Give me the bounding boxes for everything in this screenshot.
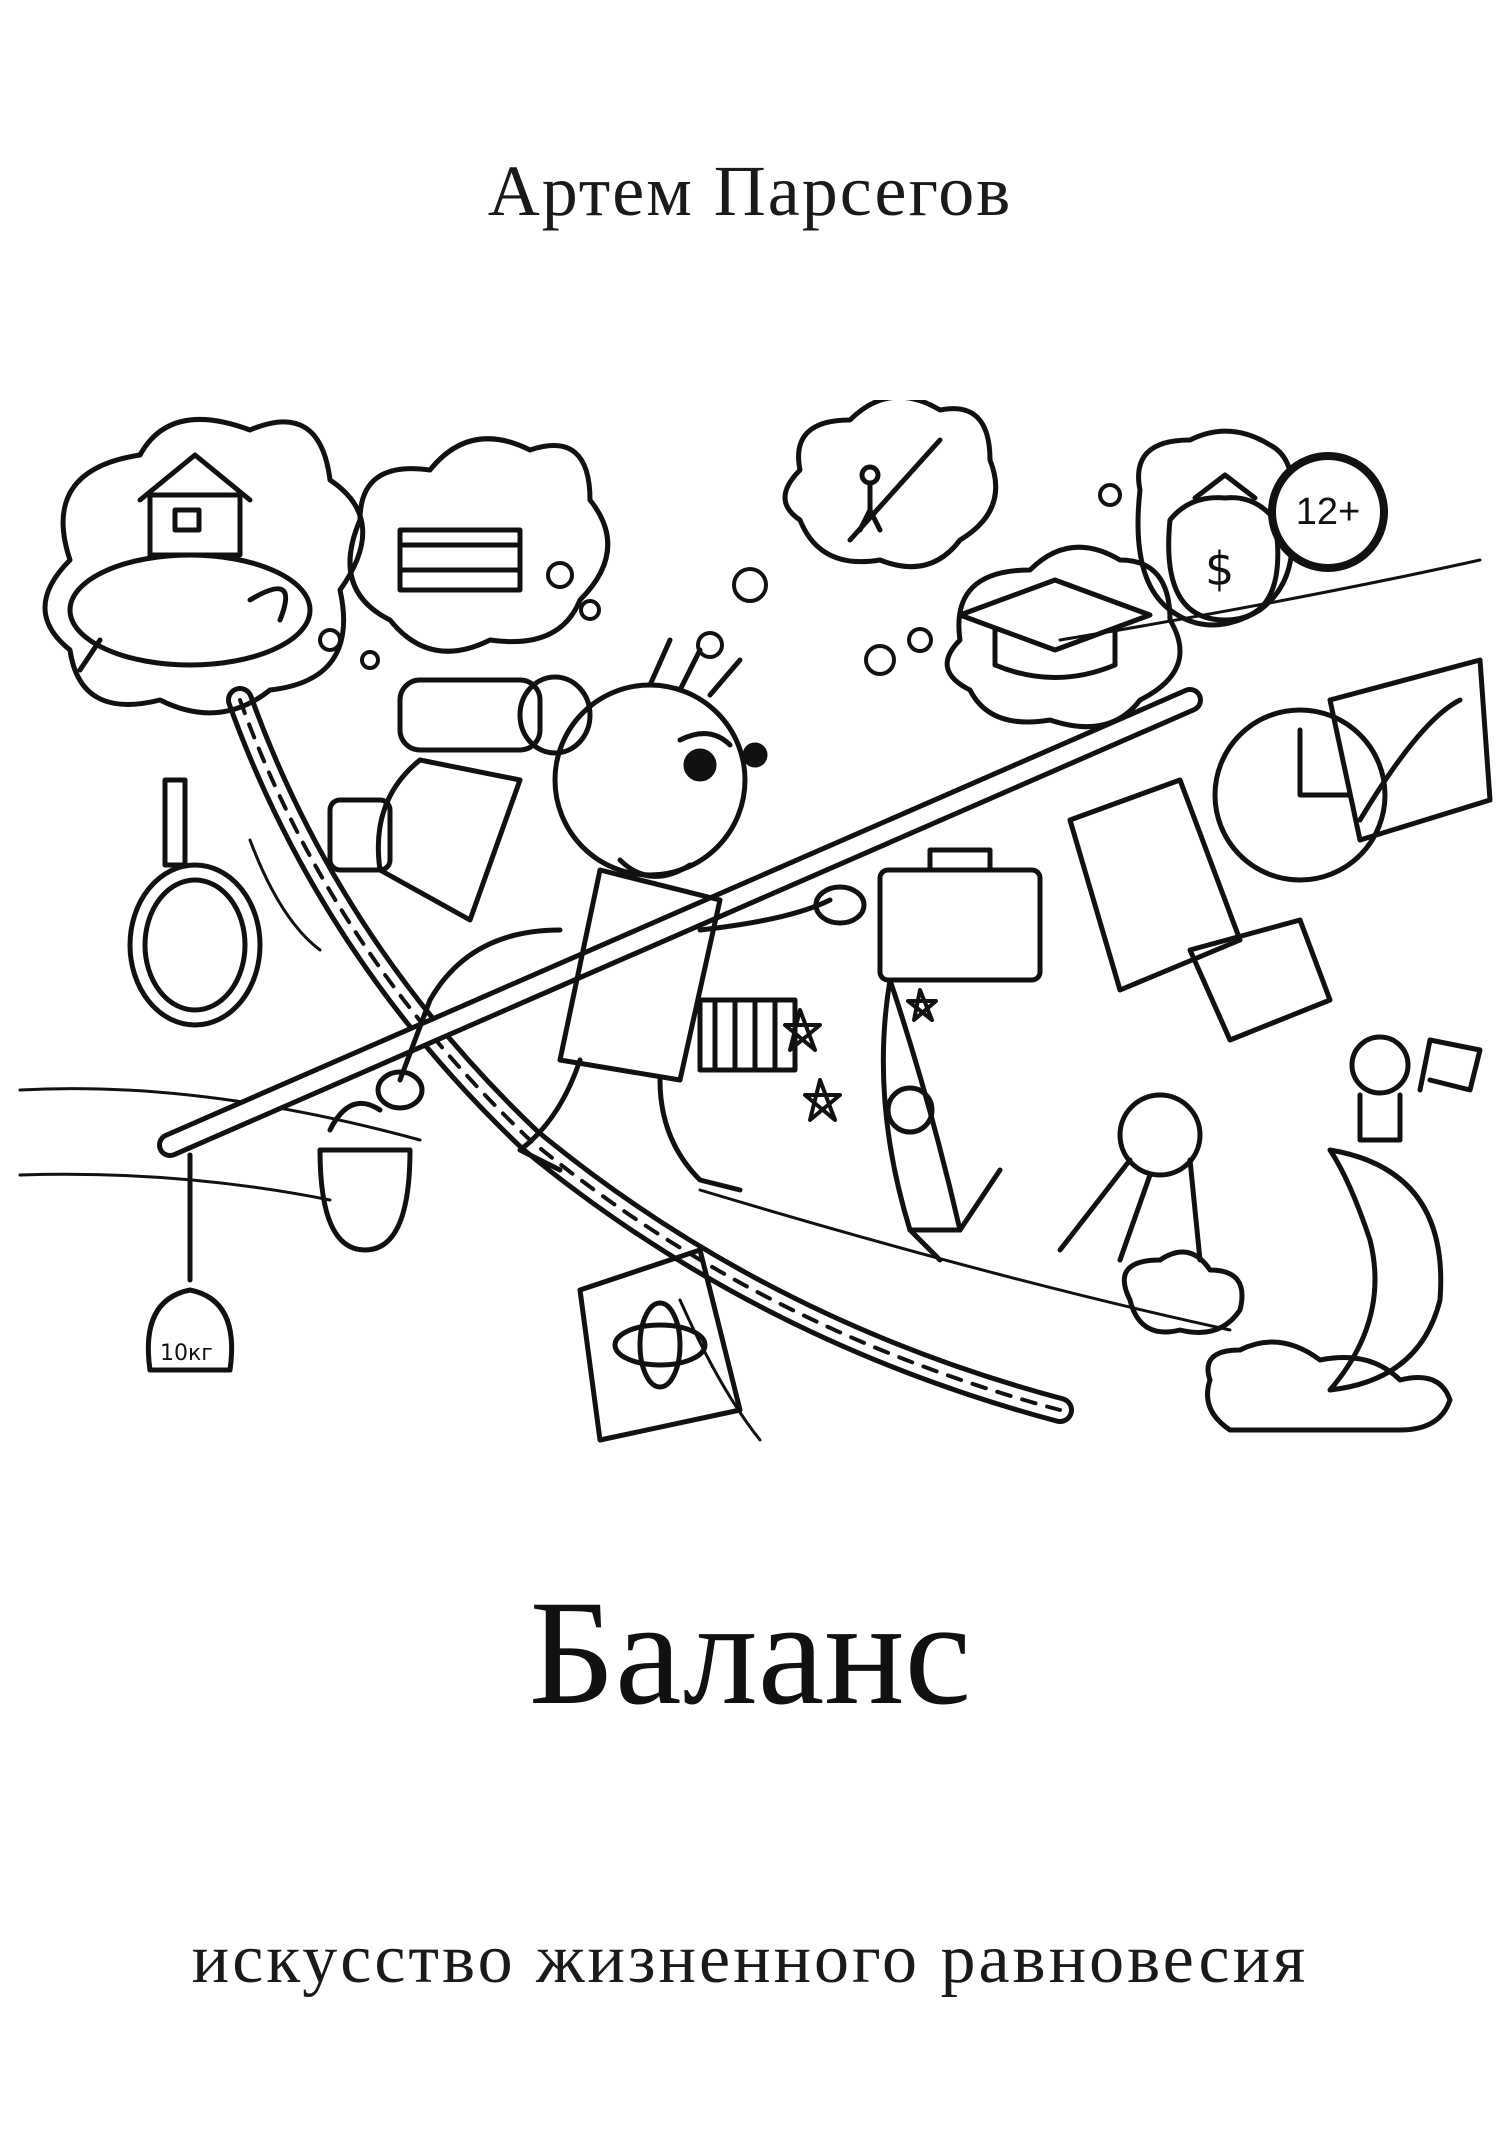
balance-pole-icon: [157, 687, 1203, 1158]
science-book-icon: [577, 1247, 743, 1443]
motion-lines: [18, 558, 1482, 1442]
author-name: Артем Парсегов: [487, 151, 1013, 231]
papers-icon: [1067, 777, 1333, 1043]
book-subtitle: искусство жизненного равновесия: [191, 1921, 1309, 1998]
crib-icon: [697, 997, 798, 1073]
weight-icon: 10кг: [145, 1152, 235, 1373]
astronaut-icon: [1349, 1034, 1483, 1143]
rocket-icon: [880, 977, 1003, 1263]
pot-icon: [317, 1100, 413, 1253]
stars-icon: [783, 988, 938, 1122]
dollar-sign: $: [1205, 542, 1234, 596]
sputnik-icon: [1057, 1092, 1203, 1263]
clouds-icon: [1121, 1249, 1453, 1433]
moon-icon: [1327, 1147, 1444, 1393]
thought-dots: [318, 483, 1122, 676]
frying-pan-icon: [127, 777, 263, 1028]
weight-label: 10кг: [160, 1341, 213, 1366]
clock-icon: [1212, 707, 1388, 883]
book-title: Баланс: [528, 1570, 972, 1736]
thought-cloud-career-icon: [782, 400, 999, 570]
cover-illustration: $: [18, 400, 1493, 1443]
tightrope-walker-icon: [327, 637, 867, 1193]
thought-cloud-house-icon: [42, 416, 366, 716]
briefcase-icon: [877, 847, 1043, 983]
thought-cloud-education-icon: [944, 544, 1183, 730]
thought-cloud-money-icon: [347, 436, 611, 654]
age-rating-badge: 12+: [1268, 452, 1388, 572]
graph-board-icon: [1327, 657, 1493, 843]
